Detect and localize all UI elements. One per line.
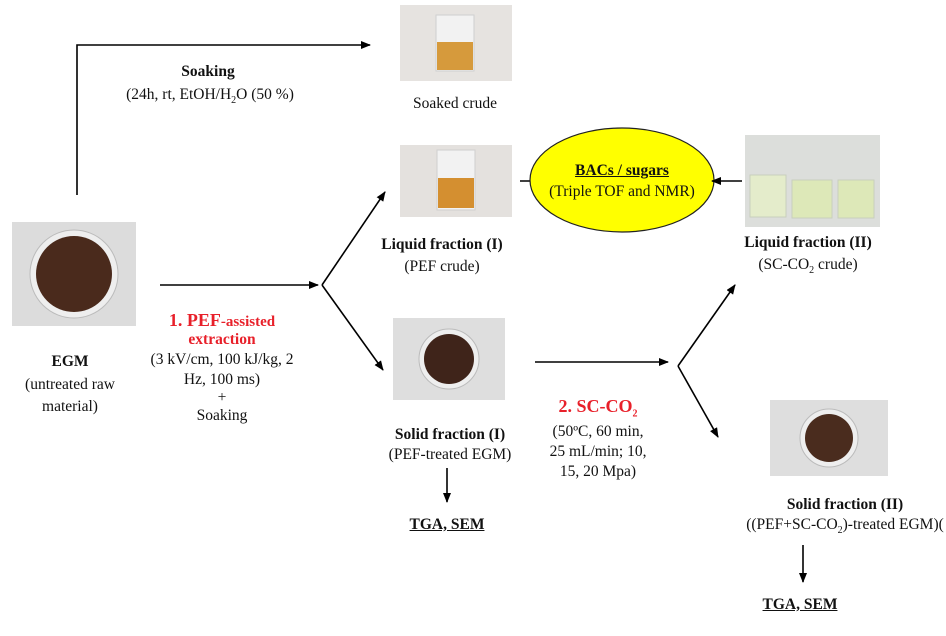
arrow-to-soaking [76, 41, 371, 195]
solid2-sub-text-end: )-treated EGM)( [842, 516, 944, 533]
subscript: 2 [837, 525, 843, 537]
scco2-title: 2. SC-CO2 [558, 396, 637, 419]
liquid-fraction-1-photo [400, 145, 512, 217]
egm-title: EGM [51, 353, 89, 370]
subscript: 2 [231, 95, 237, 107]
liquid-fraction-2-subtitle: (SC-CO2 crude) [758, 256, 858, 277]
soaking-conditions: (24h, rt, EtOH/H2O (50 %) [126, 86, 294, 107]
subscript: 2 [632, 408, 638, 420]
pef-conditions-1: (3 kV/cm, 100 kJ/kg, 2 [150, 351, 294, 368]
egm-line1: (untreated raw [25, 376, 115, 393]
soaking-title: Soaking [181, 63, 235, 80]
scco2-conditions-1: (50ºC, 60 min, [552, 423, 644, 440]
egm-raw-material-photo [12, 222, 136, 326]
solid2-sub-text: ((PEF+SC-CO [746, 516, 838, 533]
solid-fraction-2-analysis: TGA, SEM [762, 596, 838, 613]
arrow-to-solid2 [677, 365, 719, 438]
liquid-fraction-2-photo [745, 135, 880, 227]
pef-title: 1. PEF-assisted [169, 311, 275, 331]
liquid2-sub-text: (SC-CO [758, 256, 810, 273]
bacs-ellipse [529, 127, 715, 233]
solid-fraction-2-title: Solid fraction (II) [786, 496, 904, 513]
bacs-subtitle: (Triple TOF and NMR) [549, 183, 695, 200]
pef-soaking: Soaking [196, 407, 248, 424]
solid-fraction-1-title: Solid fraction (I) [394, 426, 506, 443]
egm-line2: material) [42, 398, 98, 415]
scco2-conditions-3: 15, 20 Mpa) [559, 463, 637, 480]
arrow-to-liquid1 [321, 191, 386, 286]
pef-conditions-2: Hz, 100 ms) [183, 371, 261, 388]
liquid-fraction-1-subtitle: (PEF crude) [404, 258, 480, 275]
soaked-crude-photo [400, 5, 512, 81]
pef-title-line2: extraction [188, 331, 256, 348]
arrow-to-liquid2 [677, 284, 736, 367]
pef-title-rest: -assisted [220, 314, 276, 330]
soaking-conditions-text-end: O (50 %) [236, 86, 294, 103]
bacs-title: BACs / sugars [575, 162, 669, 179]
arrow-to-solid1 [321, 284, 384, 371]
scco2-title-text: 2. SC-CO [558, 396, 633, 416]
scco2-conditions-2: 25 mL/min; 10, [549, 443, 647, 460]
pef-title-main: 1. PEF [168, 310, 221, 330]
subscript: 2 [809, 265, 815, 277]
liquid-fraction-1-title: Liquid fraction (I) [381, 236, 503, 253]
solid-fraction-1-subtitle: (PEF-treated EGM) [388, 446, 512, 463]
solid-fraction-2-subtitle: ((PEF+SC-CO2)-treated EGM)( [746, 516, 944, 537]
solid-fraction-1-analysis: TGA, SEM [409, 516, 485, 533]
liquid2-sub-text-end: crude) [814, 256, 858, 273]
liquid-fraction-2-title: Liquid fraction (II) [744, 234, 872, 251]
soaked-crude-label: Soaked crude [413, 95, 497, 112]
solid-fraction-1-photo [393, 318, 505, 400]
soaking-conditions-text: (24h, rt, EtOH/H [126, 86, 232, 103]
pef-plus: + [217, 389, 227, 406]
solid-fraction-2-photo [770, 400, 888, 476]
